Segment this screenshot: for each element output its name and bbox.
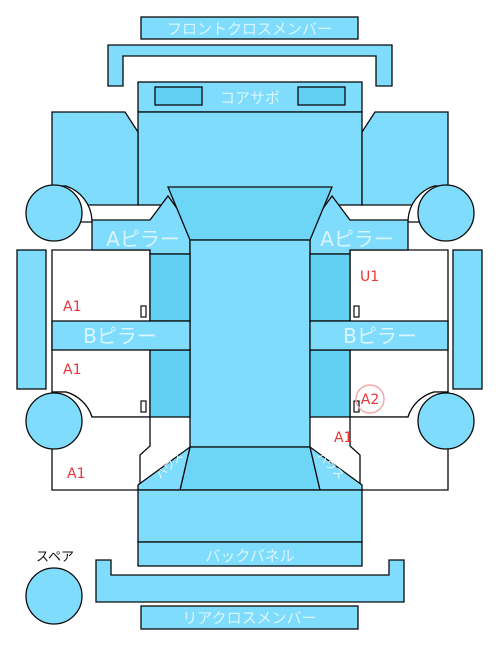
left-inner-rail-rear[interactable] — [149, 349, 191, 418]
left-side-skirt[interactable] — [16, 249, 47, 390]
damage-code-right-rear-door: A2 — [361, 392, 379, 408]
rear-cross-member-panel[interactable] — [140, 605, 359, 630]
windshield-panel[interactable] — [167, 186, 333, 241]
front-bumper-bracket[interactable] — [107, 44, 393, 87]
left-front-door-handle — [140, 305, 147, 318]
left-front-wheel[interactable] — [25, 184, 83, 242]
left-a-pillar-label: Aピラー — [106, 227, 180, 251]
left-b-pillar-label: Bピラー — [83, 324, 157, 348]
damage-code-left-quarter: A1 — [67, 466, 85, 482]
right-b-pillar-panel[interactable] — [309, 320, 449, 351]
damage-marker-ring — [355, 384, 385, 414]
left-inner-rail-front[interactable] — [149, 253, 191, 322]
right-front-door-handle — [353, 305, 360, 318]
damage-code-right-quarter: A1 — [334, 430, 352, 446]
trunk-panel[interactable] — [137, 489, 363, 543]
roof-panel[interactable] — [189, 239, 311, 448]
left-b-pillar-panel[interactable] — [51, 320, 191, 351]
left-rear-wheel[interactable] — [25, 392, 83, 450]
damage-code-left-rear-door: A1 — [63, 362, 81, 378]
headlight-right-cutout — [297, 86, 346, 106]
right-inner-rail-front[interactable] — [309, 253, 351, 322]
spare-tire[interactable] — [25, 567, 83, 625]
left-rear-door-handle — [140, 400, 147, 413]
rear-window-panel[interactable] — [179, 446, 321, 491]
front-cross-member-label: フロントクロスメンバー — [167, 20, 332, 38]
right-inner-rail-rear[interactable] — [309, 349, 351, 418]
headlight-left-cutout — [154, 86, 203, 106]
right-front-wheel[interactable] — [417, 184, 475, 242]
right-rear-wheel[interactable] — [417, 392, 475, 450]
damage-code-left-front-door: A1 — [63, 299, 81, 315]
damage-code-right-front-door: U1 — [360, 269, 379, 285]
back-panel[interactable] — [137, 541, 363, 567]
spare-tire-label: スペア — [36, 550, 74, 565]
front-cross-member-panel[interactable] — [140, 16, 359, 40]
right-a-pillar-label: Aピラー — [320, 227, 394, 251]
rear-cross-member-label: リアクロスメンバー — [182, 609, 316, 627]
back-panel-label: バックパネル — [205, 547, 294, 565]
right-b-pillar-label: Bピラー — [343, 324, 417, 348]
core-support-label: コアサポ — [220, 89, 280, 107]
rear-bumper-bracket[interactable] — [95, 559, 405, 603]
right-side-skirt[interactable] — [452, 249, 483, 390]
